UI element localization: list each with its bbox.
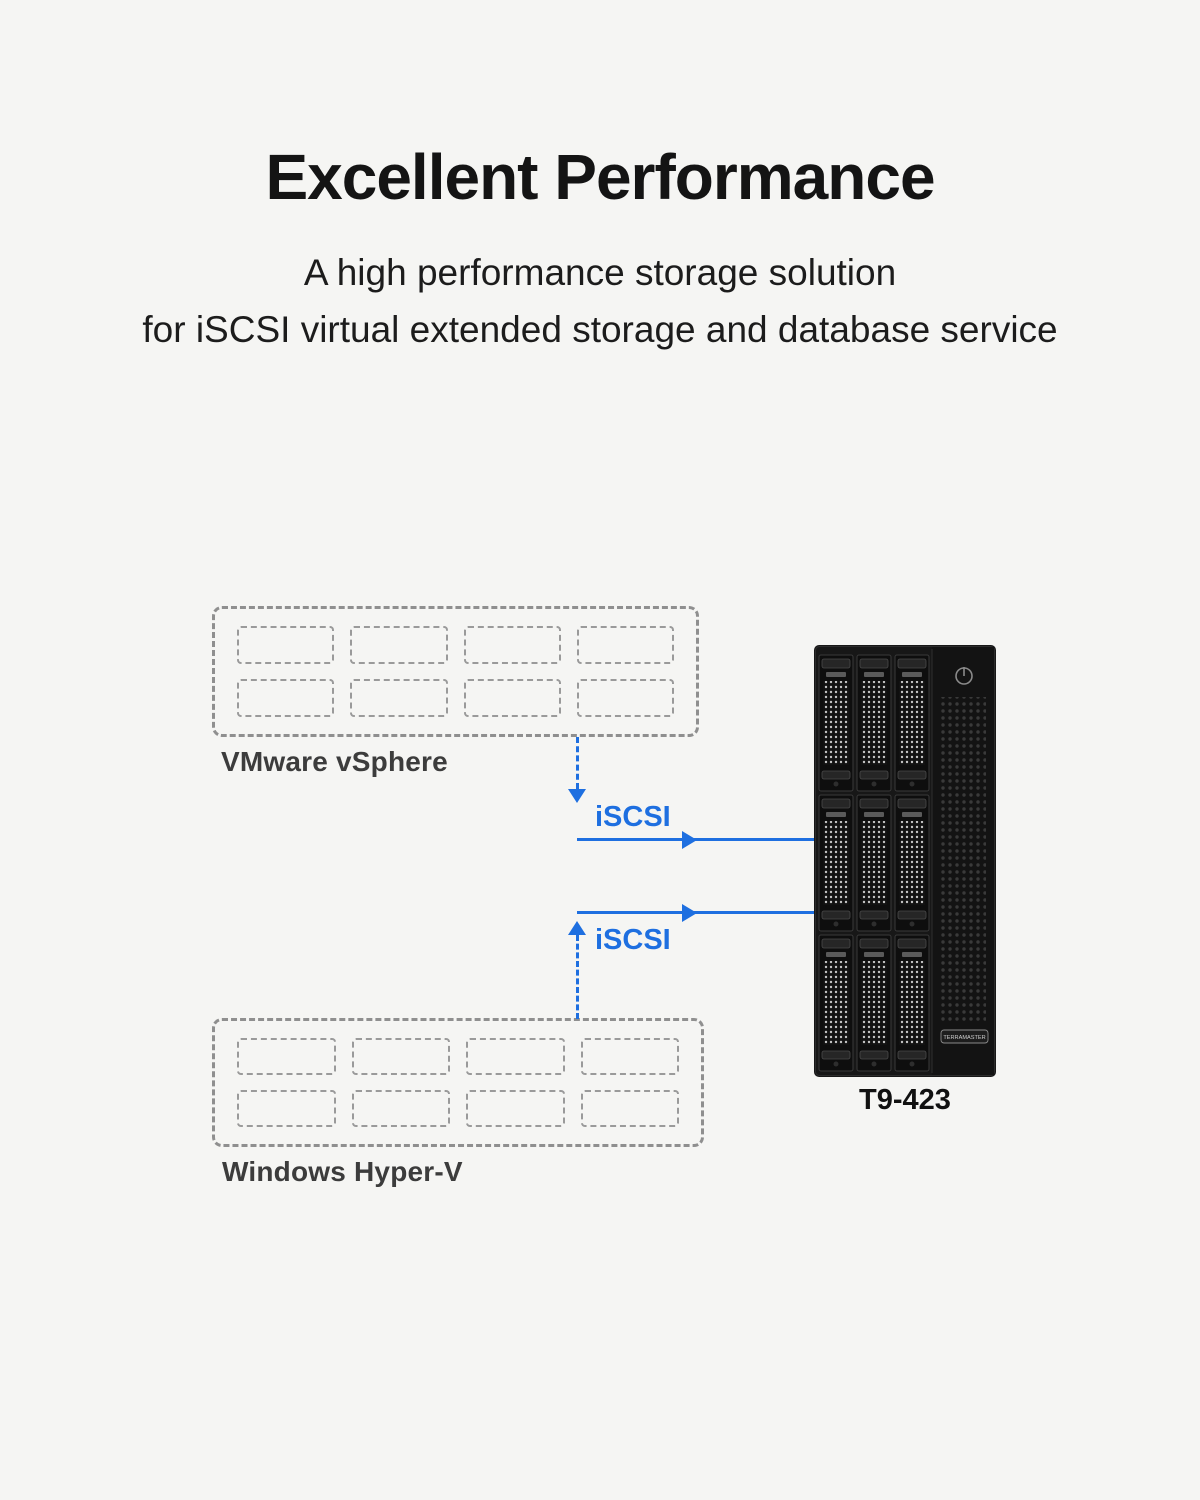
vm-slot — [351, 1038, 450, 1075]
iscsi-top-line — [577, 838, 818, 841]
iscsi-bottom-line — [577, 911, 818, 914]
vsphere-host-box — [212, 606, 699, 737]
arrow-up-icon — [568, 921, 586, 935]
drive-tray — [818, 794, 854, 932]
page-subtitle: A high performance storage solution for … — [0, 244, 1200, 359]
arrow-right-icon — [682, 831, 697, 849]
vm-slot — [350, 679, 448, 717]
vm-slot — [463, 679, 561, 717]
page-title: Excellent Performance — [265, 141, 935, 213]
vm-slot — [576, 626, 674, 664]
vm-slot — [237, 1038, 336, 1075]
arrow-right-icon — [682, 904, 697, 922]
hyperv-host-box — [212, 1018, 704, 1147]
drive-tray — [856, 654, 892, 792]
vm-slot — [580, 1038, 679, 1075]
drive-tray — [894, 934, 930, 1072]
drive-tray — [856, 794, 892, 932]
nas-device: TERRAMASTER — [814, 645, 996, 1077]
vm-slot — [237, 626, 335, 664]
arrow-down-icon — [568, 789, 586, 803]
vsphere-dashed-connector — [576, 737, 579, 789]
iscsi-bottom-label: iSCSI — [595, 924, 671, 956]
vm-slot — [576, 679, 674, 717]
brand-badge: TERRAMASTER — [940, 1029, 989, 1044]
ventilation-holes — [938, 697, 986, 1021]
iscsi-top-label: iSCSI — [595, 801, 671, 833]
vm-slot — [237, 679, 335, 717]
power-button-icon — [955, 667, 973, 685]
vsphere-label: VMware vSphere — [221, 746, 448, 777]
vm-slot — [466, 1038, 565, 1075]
vm-slot — [463, 626, 561, 664]
vm-slot — [237, 1090, 336, 1127]
vm-slot — [351, 1090, 450, 1127]
vm-slot — [466, 1090, 565, 1127]
subtitle-line-1: A high performance storage solution — [303, 252, 897, 293]
hyperv-label: Windows Hyper-V — [222, 1156, 463, 1187]
subtitle-line-2: for iSCSI virtual extended storage and d… — [142, 309, 1058, 351]
drive-tray — [894, 794, 930, 932]
drive-bays — [818, 654, 930, 1072]
drive-tray — [818, 934, 854, 1072]
hyperv-dashed-connector — [576, 935, 579, 1019]
drive-tray — [856, 934, 892, 1072]
drive-tray — [818, 654, 854, 792]
device-model-label: T9-423 — [859, 1084, 951, 1116]
drive-tray — [894, 654, 930, 792]
vm-slot — [350, 626, 448, 664]
brand-text: TERRAMASTER — [943, 1035, 985, 1041]
vm-slot — [580, 1090, 679, 1127]
